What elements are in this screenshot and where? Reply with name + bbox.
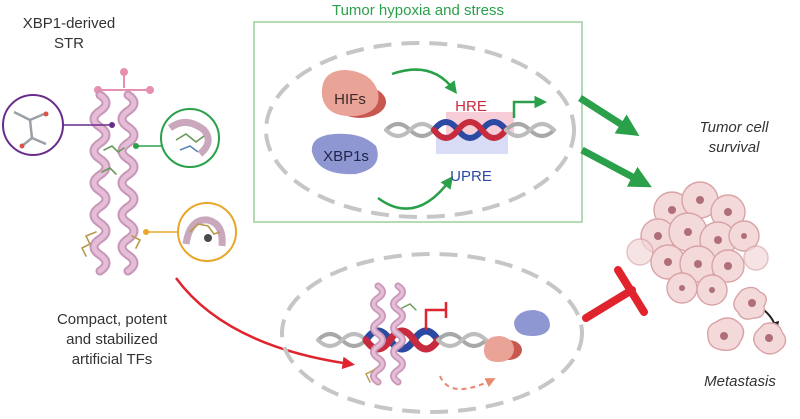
big-arrow-2	[580, 146, 652, 188]
hre-label: HRE	[455, 98, 487, 115]
xbp1s-protein: XBP1s	[311, 133, 378, 175]
compact-line2: and stabilized	[66, 331, 158, 348]
atf-helix	[365, 282, 417, 386]
hifs-to-hre-arrow	[391, 68, 457, 95]
xbp1s-label: XBP1s	[323, 148, 369, 165]
transcription-arrow-top	[512, 95, 547, 118]
inhibition-symbol	[582, 266, 648, 322]
compact-line1: Compact, potent	[57, 311, 168, 328]
displaced-xbp1s	[514, 310, 550, 336]
compact-line3: artificial TFs	[72, 351, 153, 368]
xbp1s-to-upre-arrow	[377, 175, 453, 210]
hypoxia-panel: Tumor hypoxia and stress HIFs XBP1s HRE …	[253, 2, 583, 223]
dna-top	[384, 112, 556, 154]
gold-callout	[143, 202, 237, 262]
hypoxia-box	[253, 21, 583, 223]
str-section: XBP1-derived STR	[2, 15, 237, 276]
atf-text: Compact, potent and stabilized artificia…	[57, 311, 168, 368]
green-callout	[133, 108, 220, 168]
upre-label: UPRE	[450, 168, 492, 185]
degradation-arrow	[439, 375, 496, 391]
survival-line2: survival	[709, 139, 761, 156]
str-title-line2: STR	[54, 35, 84, 52]
hifs-protein: HIFs	[321, 70, 386, 118]
nucleus-top	[264, 41, 576, 219]
purple-callout	[2, 94, 115, 156]
hypoxia-title: Tumor hypoxia and stress	[332, 2, 504, 19]
blocked-transcription	[424, 308, 446, 330]
tumor-cluster	[626, 181, 769, 306]
big-arrow-1	[578, 95, 640, 137]
dna-bottom	[316, 327, 488, 353]
metastasis-cells	[706, 286, 787, 355]
nucleus-bottom	[280, 252, 584, 414]
str-bracket	[94, 68, 154, 94]
str-helix	[80, 90, 142, 276]
hifs-label: HIFs	[334, 91, 366, 108]
displaced-hifs	[484, 336, 522, 362]
metastasis-label: Metastasis	[704, 373, 776, 390]
str-title-line1: XBP1-derived	[23, 15, 116, 32]
atf-entry-arrow	[174, 277, 355, 370]
survival-line1: Tumor cell	[700, 119, 770, 136]
